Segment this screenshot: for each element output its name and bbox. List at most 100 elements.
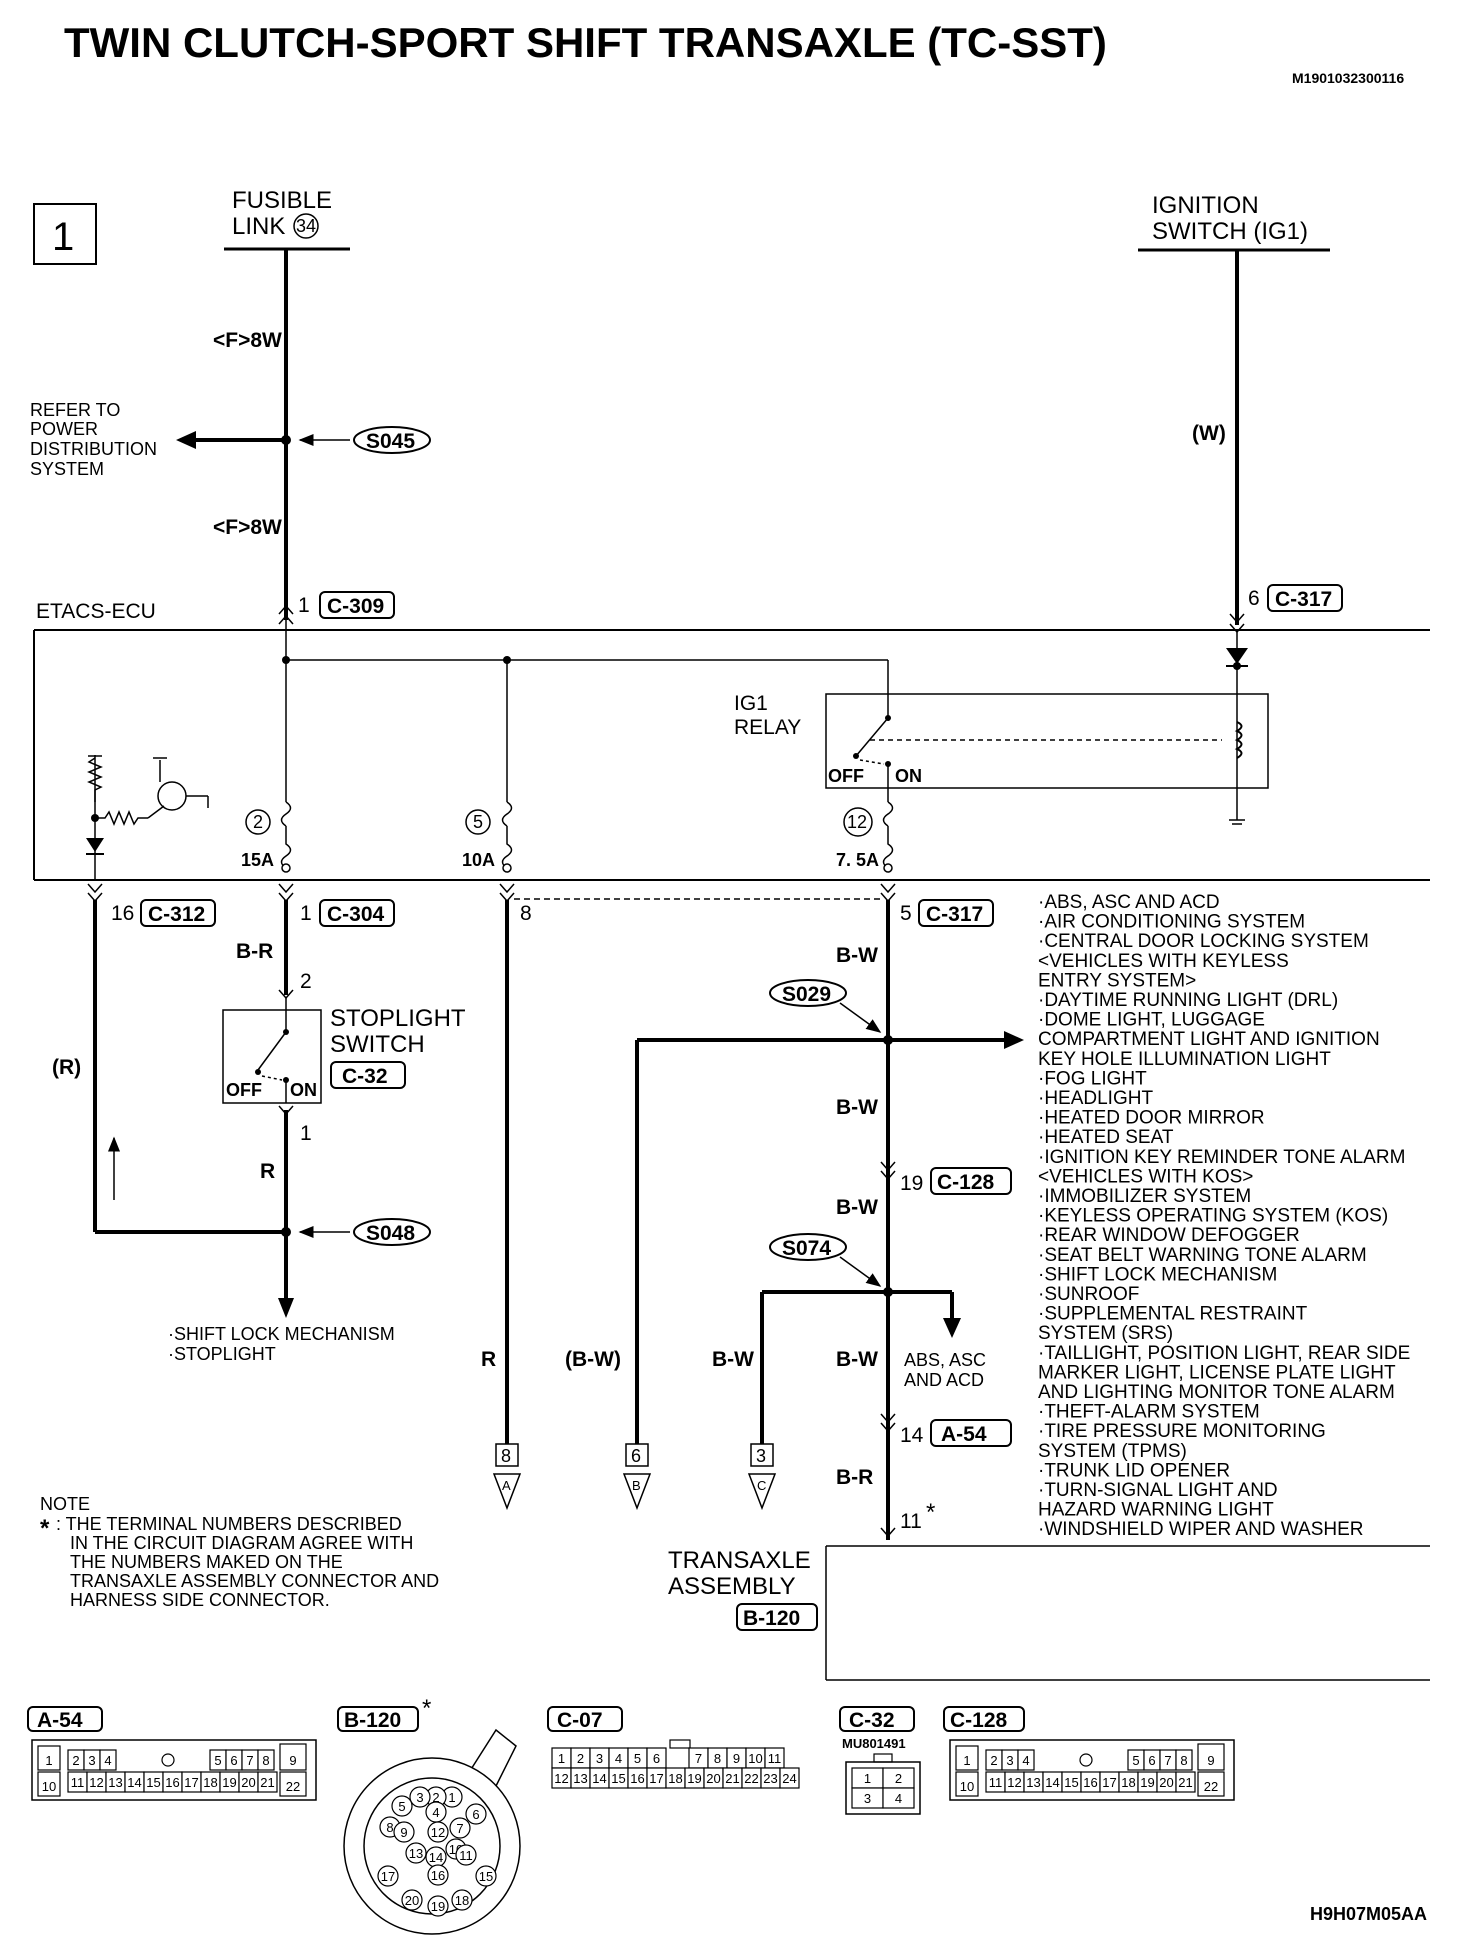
pin-pin: 22 — [744, 1771, 758, 1786]
wire-label-bw-c: B-W — [712, 1348, 754, 1371]
connector-mark-c312 — [87, 883, 103, 903]
load-item: <VEHICLES WITH KOS> — [1038, 1166, 1253, 1187]
load-item: ·CENTRAL DOOR LOCKING SYSTEM — [1038, 931, 1369, 952]
ground-ign — [1229, 819, 1245, 825]
pin-pin: 17 — [649, 1771, 663, 1786]
connector-key — [669, 1739, 691, 1749]
ig1-relay-off: OFF — [828, 766, 864, 786]
note-line-5: HARNESS SIDE CONNECTOR. — [70, 1590, 330, 1610]
pin-circle — [449, 1817, 471, 1839]
pin-pin: 22 — [286, 1779, 300, 1794]
ignition-switch-label-1: IGNITION — [1152, 192, 1259, 219]
stoplight-connector: C-32 — [342, 1065, 388, 1088]
fuse-rating-12: 7. 5A — [836, 850, 879, 870]
reference-code: M1901032300116 — [1292, 70, 1404, 86]
wire-label-fw1: <F>8W — [213, 329, 282, 352]
fusible-link-label-1: FUSIBLE — [232, 187, 332, 214]
pin-pin: 8 — [714, 1751, 721, 1766]
load-item: SYSTEM (TPMS) — [1038, 1441, 1187, 1462]
out-pin-16: 16 — [111, 902, 134, 925]
pin-pin: 17 — [184, 1775, 198, 1790]
shift-lock-target-2: ·STOPLIGHT — [168, 1344, 276, 1364]
splice-s045-oval — [353, 426, 431, 454]
load-item: ·IGNITION KEY REMINDER TONE ALARM — [1038, 1147, 1405, 1168]
pin-cell — [882, 1787, 915, 1809]
connector-outline — [949, 1739, 1235, 1801]
fuse-number-circle-2 — [245, 809, 271, 835]
load-item: ·ABS, ASC AND ACD — [1038, 892, 1220, 913]
offpage-a-pin-box — [495, 1443, 519, 1467]
junction-relay-coil — [1233, 662, 1241, 670]
conn-14: A-54 — [941, 1423, 987, 1446]
wire-label-bw1: B-W — [836, 944, 878, 967]
splice-s029: S029 — [782, 983, 831, 1006]
pin-11: 11 — [900, 1510, 922, 1533]
pin-circle — [391, 1795, 413, 1817]
pin-pin: 11 — [71, 1775, 85, 1790]
fuse-rating-2: 15A — [241, 850, 274, 870]
transistor-body — [157, 781, 187, 811]
load-item: AND LIGHTING MONITOR TONE ALARM — [1038, 1382, 1395, 1403]
pin-circle — [377, 1865, 399, 1887]
load-item: ·IMMOBILIZER SYSTEM — [1038, 1186, 1251, 1207]
load-item: ·AIR CONDITIONING SYSTEM — [1038, 912, 1305, 933]
offpage-c: 3 C — [747, 1443, 777, 1511]
fuse-2 — [280, 801, 292, 869]
load-list: ·ABS, ASC AND ACD·AIR CONDITIONING SYSTE… — [1038, 892, 1410, 1540]
pin-circle — [427, 1864, 449, 1886]
splice-s045: S045 — [366, 430, 415, 453]
pin-pin: 7 — [695, 1751, 702, 1766]
transistor-base — [147, 805, 165, 819]
power-distribution-text-4: SYSTEM — [30, 459, 104, 479]
pin: 1 — [448, 1790, 455, 1805]
pin-pin: 6 — [1148, 1753, 1155, 1768]
out-pin-1: 1 — [300, 902, 312, 925]
pin-cell — [257, 1749, 275, 1771]
pin-pin: 23 — [763, 1771, 777, 1786]
junction-s048 — [281, 1227, 291, 1237]
fuse-number-12: 12 — [847, 812, 867, 832]
fuse-number-5: 5 — [473, 812, 483, 832]
ecu-conn-top-left-box — [319, 591, 395, 619]
load-item: KEY HOLE ILLUMINATION LIGHT — [1038, 1049, 1331, 1070]
fusible-link-number: 34 — [296, 216, 316, 236]
pin-pin: 15 — [611, 1771, 625, 1786]
resistor-vertical — [87, 757, 103, 802]
fuse-12 — [882, 801, 894, 869]
offpage-a-pin: 8 — [501, 1446, 511, 1466]
pin-pin: 19 — [222, 1775, 236, 1790]
pin: 16 — [431, 1868, 445, 1883]
pin: 8 — [386, 1820, 393, 1835]
connector-mark-b120 — [880, 1527, 896, 1538]
offpage-c-triangle — [747, 1473, 777, 1511]
load-item: ·SUNROOF — [1038, 1284, 1139, 1305]
load-item: ·HEATED DOOR MIRROR — [1038, 1108, 1265, 1129]
offpage-b-pin-box — [625, 1443, 649, 1467]
pin-pin: 8 — [1180, 1753, 1187, 1768]
pin-pin: 4 — [1022, 1753, 1029, 1768]
pin-11-star: * — [926, 1499, 935, 1526]
pin: 4 — [432, 1805, 439, 1820]
pin-cell — [1197, 1771, 1225, 1797]
pin-pin: 19 — [687, 1771, 701, 1786]
offpage-c-pin: 3 — [756, 1446, 766, 1466]
pin-cell — [1197, 1743, 1225, 1771]
connector-mark-c128 — [880, 1161, 896, 1181]
stoplight-off: OFF — [226, 1080, 262, 1100]
pin-pin: 9 — [289, 1753, 296, 1768]
transaxle-label-1: TRANSAXLE — [668, 1547, 811, 1574]
pin: 7 — [456, 1821, 463, 1836]
ecu-conn-top-right: C-317 — [1275, 588, 1332, 611]
pin-pin: 10 — [748, 1751, 762, 1766]
diode-left — [86, 838, 104, 852]
pin-cell — [257, 1771, 278, 1793]
pin-circle — [451, 1889, 473, 1911]
pin: 13 — [409, 1846, 423, 1861]
pin: 6 — [472, 1807, 479, 1822]
offpage-a-letter: A — [502, 1478, 511, 1493]
pin-pin: 17 — [1102, 1775, 1116, 1790]
pin-pin: 1 — [45, 1753, 52, 1768]
